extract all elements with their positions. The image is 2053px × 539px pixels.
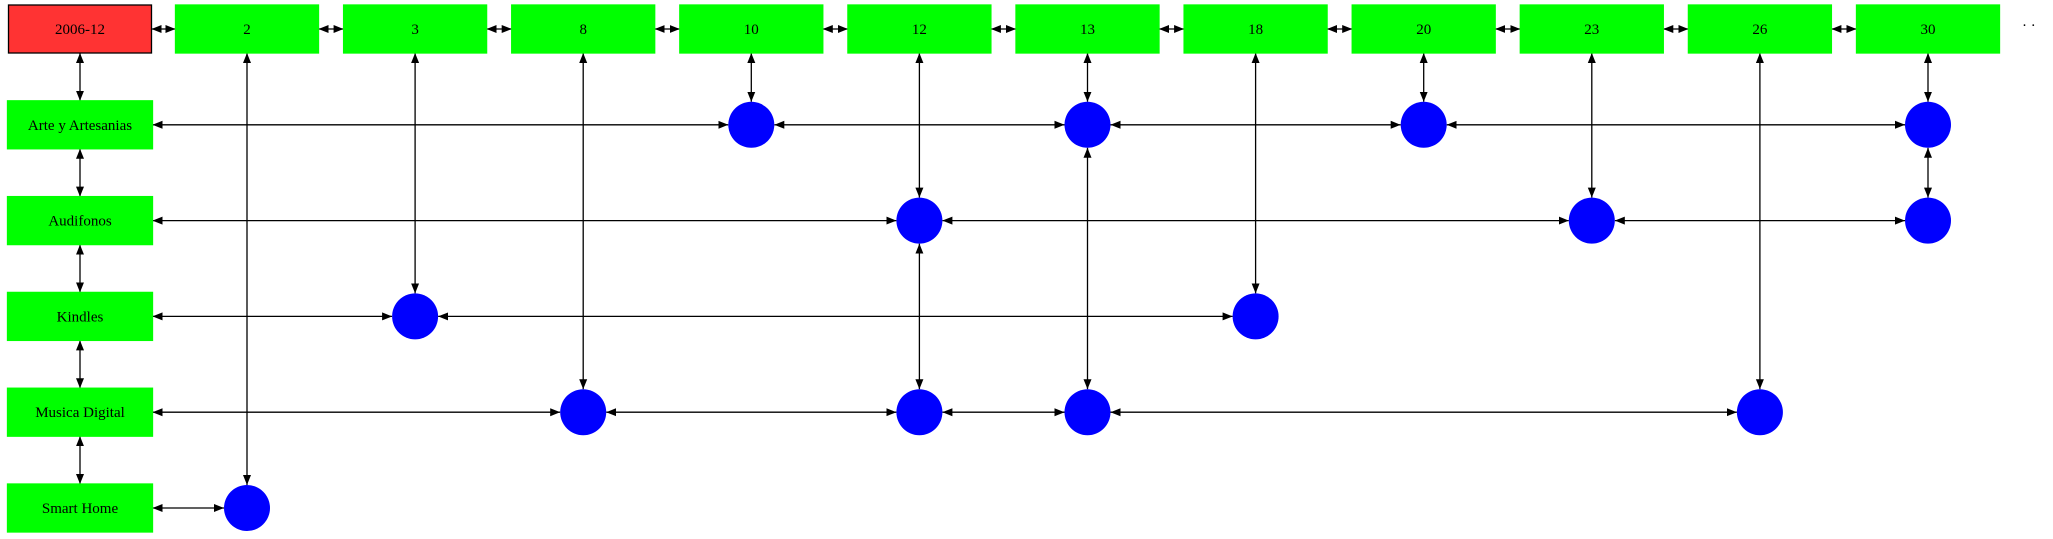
event-dot-audifonos-12 — [896, 197, 943, 244]
day-node-30: 30 — [1855, 4, 2001, 54]
event-dot-musica-digital-8 — [560, 389, 607, 436]
category-node-musica-digital-label: Musica Digital — [35, 405, 125, 421]
day-node-12-box — [847, 4, 992, 54]
event-dot-musica-digital-26 — [1736, 389, 1783, 436]
trailing-ellipsis: · · — [2022, 18, 2036, 34]
event-dot-arte-y-artesanias-10 — [728, 101, 775, 148]
event-dot-audifonos-23 — [1568, 197, 1615, 244]
day-node-30-box — [1855, 4, 2001, 54]
category-node-kindles-label: Kindles — [57, 309, 104, 325]
edges-layer — [76, 25, 1932, 512]
day-node-2: 2 — [174, 4, 320, 54]
day-node-13: 13 — [1015, 4, 1160, 54]
category-node-musica-digital-box — [6, 387, 154, 437]
day-node-26-label: 26 — [1752, 22, 1768, 38]
day-node-8-label: 8 — [579, 22, 587, 38]
event-dot-audifonos-30 — [1905, 197, 1951, 244]
day-node-18: 18 — [1183, 4, 1328, 54]
day-node-3: 3 — [342, 4, 488, 54]
corner-node-label: 2006-12 — [55, 22, 105, 38]
category-node-kindles-box — [6, 291, 154, 342]
category-node-audifonos-label: Audifonos — [48, 214, 111, 230]
day-node-12: 12 — [847, 4, 992, 54]
event-dot-kindles-18 — [1232, 293, 1279, 340]
day-node-10: 10 — [679, 4, 824, 54]
day-node-20: 20 — [1351, 4, 1496, 54]
event-dot-arte-y-artesanias-30 — [1905, 101, 1951, 148]
category-node-arte-y-artesanias-box — [6, 100, 154, 150]
day-node-23-box — [1519, 4, 1664, 54]
event-dot-arte-y-artesanias-20 — [1400, 101, 1447, 148]
day-node-18-box — [1183, 4, 1328, 54]
day-node-26-box — [1687, 4, 1833, 54]
day-node-18-label: 18 — [1248, 22, 1263, 38]
day-node-30-label: 30 — [1921, 22, 1936, 38]
category-node-smart-home-label: Smart Home — [42, 501, 119, 517]
day-node-20-label: 20 — [1416, 22, 1431, 38]
day-node-2-box — [174, 4, 320, 54]
day-node-8: 8 — [511, 4, 656, 54]
day-node-10-label: 10 — [744, 22, 759, 38]
day-node-12-label: 12 — [912, 22, 927, 38]
event-dot-smart-home-2 — [224, 485, 270, 531]
category-node-arte-y-artesanias-label: Arte y Artesanias — [28, 118, 132, 134]
day-node-10-box — [679, 4, 824, 54]
category-node-audifonos-box — [6, 195, 154, 246]
day-node-13-label: 13 — [1080, 22, 1095, 38]
category-node-arte-y-artesanias: Arte y Artesanias — [6, 100, 154, 150]
day-node-23-label: 23 — [1584, 22, 1599, 38]
event-dot-musica-digital-13 — [1064, 389, 1111, 436]
day-node-8-box — [511, 4, 656, 54]
category-node-musica-digital: Musica Digital — [6, 387, 154, 437]
day-node-3-label: 3 — [411, 22, 419, 38]
day-node-13-box — [1015, 4, 1160, 54]
day-node-2-label: 2 — [243, 22, 251, 38]
category-node-smart-home-box — [6, 483, 154, 533]
event-dot-musica-digital-12 — [896, 389, 943, 436]
day-node-20-box — [1351, 4, 1496, 54]
day-node-26: 26 — [1687, 4, 1833, 54]
day-node-3-box — [342, 4, 488, 54]
day-node-23: 23 — [1519, 4, 1664, 54]
category-node-kindles: Kindles — [6, 291, 154, 342]
event-dot-kindles-3 — [392, 293, 439, 340]
category-node-audifonos: Audifonos — [6, 195, 154, 246]
corner-node-box — [7, 4, 153, 54]
event-dot-arte-y-artesanias-13 — [1064, 101, 1111, 148]
category-node-smart-home: Smart Home — [6, 483, 154, 533]
corner-node: 2006-12 — [7, 4, 153, 54]
